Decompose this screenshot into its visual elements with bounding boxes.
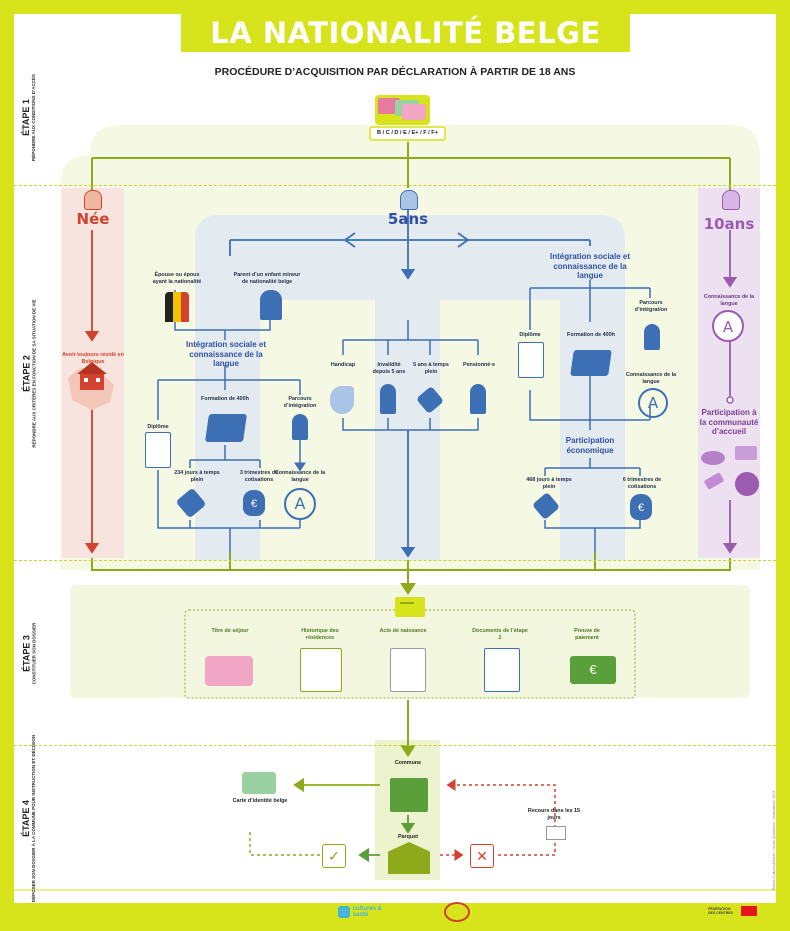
ten-years-language-label: Connaissance de la langue	[703, 294, 755, 307]
work-diploma-label: Diplôme	[519, 332, 541, 338]
parquet-label: Parquet	[397, 834, 419, 840]
handicap-label: Handicap	[330, 362, 356, 368]
work-training-label: Formation de 400h	[567, 332, 615, 338]
economic-participation-label: Participation économique	[565, 436, 615, 455]
speech-bubble-a-icon: A	[712, 310, 744, 342]
folder-icon	[395, 597, 425, 617]
family-language-label: Connaissance de la langue	[274, 470, 326, 483]
book-icon	[205, 414, 247, 442]
permit-types: B / C / D / E / E+ / F / F+	[377, 130, 438, 136]
check-icon: ✓	[322, 844, 346, 868]
five-years-title: 5ans	[387, 210, 429, 228]
diploma-icon	[145, 432, 171, 468]
family-quarters-label: 3 trimestres de cotisations	[239, 470, 279, 483]
spouse-label: Épouse ou époux ayant la nationalité	[152, 272, 202, 285]
appeal-label: Recours dans les 15 jours	[527, 808, 581, 821]
commune-label: Commune	[394, 760, 422, 766]
ten-years-title: 10ans	[703, 215, 755, 233]
book-icon	[570, 350, 612, 376]
family-course-label: Parcours d’intégration	[283, 396, 317, 409]
step-divider	[14, 185, 776, 186]
money-bag-icon: €	[243, 490, 265, 516]
walking-person-icon	[292, 414, 308, 440]
reject-icon: ✕	[470, 844, 494, 868]
birth-certificate-icon	[390, 648, 426, 692]
documents-icon	[484, 648, 520, 692]
cultures-sante-logo: cultures & santé	[338, 902, 398, 922]
partner-logo	[444, 902, 470, 922]
person-icon	[722, 190, 740, 210]
step-divider	[14, 560, 776, 561]
elderly-person-icon	[470, 384, 486, 414]
family-integration-label: Intégration sociale et connaissance de l…	[185, 340, 267, 369]
ten-years-column	[698, 188, 760, 558]
wheelchair-icon	[330, 386, 354, 414]
family-days-label: 234 jours à temps plein	[174, 470, 220, 483]
svg-text:A: A	[723, 318, 734, 336]
pension-label: Pensionné·e	[462, 362, 496, 368]
person-icon	[84, 190, 102, 210]
person-crutch-icon	[380, 384, 396, 414]
page-title: LA NATIONALITÉ BELGE	[181, 14, 630, 52]
parent-child-icon	[260, 290, 282, 320]
money-bag-icon: €	[630, 494, 652, 520]
id-card-icon	[242, 772, 276, 794]
residence-cards-icon	[375, 95, 430, 125]
community-icons	[701, 446, 759, 496]
page-subtitle: PROCÉDURE D’ACQUISITION PAR DÉCLARATION …	[214, 66, 576, 78]
community-participation-label: Participation à la communauté d’accueil	[699, 408, 759, 437]
town-hall-icon	[390, 778, 428, 812]
work-integration-label: Intégration sociale et connaissance de l…	[549, 252, 631, 281]
doc-residence-permit: Titre de séjour	[211, 628, 249, 634]
banknote-icon: €	[570, 656, 616, 684]
five-years-fulltime-label: 5 ans à temps plein	[413, 362, 449, 375]
envelope-icon	[546, 826, 566, 840]
person-icon	[400, 190, 418, 210]
belgian-id-card-label: Carte d’identité belge	[232, 798, 288, 804]
speech-bubble-a-icon: A	[638, 388, 668, 418]
id-card-icon	[205, 656, 253, 686]
residence-history-icon	[300, 648, 342, 692]
step-divider	[14, 745, 776, 746]
work-course-label: Parcours d’intégration	[634, 300, 668, 313]
federation-logo: FÉDÉRATION DES CENTRES	[708, 904, 762, 918]
doc-birth-certificate: Acte de naissance	[379, 628, 427, 634]
always-resided-label: Avoir toujours résidé en Belgique	[62, 352, 124, 365]
work-language-label: Connaissance de la langue	[625, 372, 677, 385]
couple-icon	[165, 292, 189, 322]
work-quarters-label: 6 trimestres de cotisations	[622, 477, 662, 490]
parent-label: Parent d’un enfant mineur de nationalité…	[233, 272, 301, 285]
credit-text: Édition Cultures&Santé · Droits Quotidie…	[772, 790, 776, 890]
speech-bubble-a-icon: A	[284, 488, 316, 520]
walking-person-icon	[644, 324, 660, 350]
born-title: Née	[76, 210, 110, 228]
doc-step2-documents: Documents de l’étape 2	[472, 628, 528, 641]
doc-residence-history: Historique des résidences	[301, 628, 339, 641]
invalidity-label: Invalidité depuis 5 ans	[372, 362, 406, 375]
work-days-label: 468 jours à temps plein	[526, 477, 572, 490]
family-diploma-label: Diplôme	[147, 424, 169, 430]
diploma-icon	[518, 342, 544, 378]
house-belgium-icon	[68, 362, 114, 410]
doc-payment-proof: Preuve de paiement	[574, 628, 600, 641]
family-training-label: Formation de 400h	[201, 396, 249, 402]
